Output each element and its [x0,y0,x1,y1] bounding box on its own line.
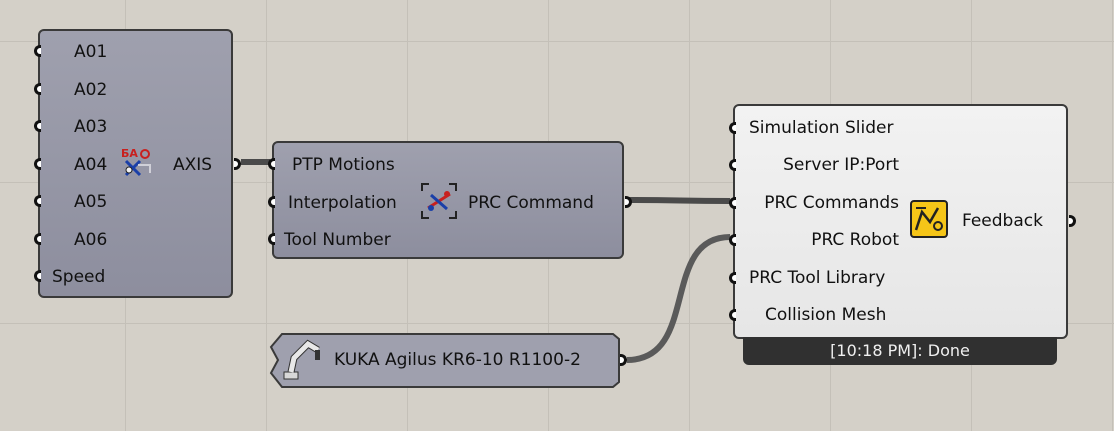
axis-input-grip-speed[interactable] [34,270,41,282]
command-input-grip-ptp[interactable] [268,158,275,170]
core-input-prc-commands: PRC Commands [764,193,899,213]
axis-input-grip-a06[interactable] [34,233,41,245]
core-output-grip[interactable] [1069,215,1076,227]
command-input-grip-interpolation[interactable] [268,196,275,208]
axis-output-grip[interactable] [234,158,241,170]
axis-input-grip-a01[interactable] [34,45,41,57]
wire-command-to-core[interactable] [628,197,731,204]
axis-node[interactable]: A01 A02 A03 A04 A05 A06 Speed БА AXIS [34,29,241,298]
command-input-ptp-motions: PTP Motions [292,155,395,175]
core-input-grip-server[interactable] [729,159,736,171]
core-input-collision-mesh: Collision Mesh [765,305,887,325]
axis-input-a02: A02 [74,80,108,100]
robot-param[interactable]: KUKA Agilus KR6-10 R1100-2 [268,333,627,388]
robot-arm-icon [283,339,320,380]
core-input-grip-robot[interactable] [729,234,736,246]
command-input-interpolation: Interpolation [288,193,397,213]
axis-input-a03: A03 [74,117,108,137]
axis-input-grip-a05[interactable] [34,195,41,207]
command-node[interactable]: PTP Motions Interpolation Tool Number PR… [268,141,632,259]
command-output-grip[interactable] [625,196,632,208]
command-output-label: PRC Command [468,193,594,213]
core-input-grip-collision[interactable] [729,309,736,321]
svg-text:БА: БА [121,147,138,160]
axis-output-label: AXIS [173,155,213,175]
core-input-server-ip: Server IP:Port [783,155,899,175]
command-input-tool-number: Tool Number [284,230,391,250]
kuka-axis-icon: БА [121,147,151,177]
core-status-bar: [10:18 PM]: Done [743,337,1057,365]
core-input-prc-tool-library: PRC Tool Library [749,268,886,288]
axis-input-a01: A01 [74,42,108,62]
axis-input-grip-a03[interactable] [34,120,41,132]
core-output-label: Feedback [962,211,1043,231]
axis-input-grip-a04[interactable] [34,158,41,170]
axis-input-speed: Speed [52,267,106,287]
core-input-prc-robot: PRC Robot [811,230,899,250]
axis-input-a06: A06 [74,230,108,250]
core-input-grip-tool-library[interactable] [729,272,736,284]
core-node[interactable]: Simulation Slider Server IP:Port PRC Com… [729,104,1076,339]
axis-input-a05: A05 [74,192,108,212]
core-input-grip-sim-slider[interactable] [729,122,736,134]
prc-command-icon [421,183,457,219]
core-input-grip-commands[interactable] [729,197,736,209]
robot-param-label: KUKA Agilus KR6-10 R1100-2 [334,350,581,370]
prc-core-icon [910,200,948,238]
robot-output-grip[interactable] [620,354,627,366]
core-input-simulation-slider: Simulation Slider [749,118,894,138]
command-input-grip-tool[interactable] [268,233,275,245]
wire-robot-to-core[interactable] [626,234,731,363]
axis-input-grip-a02[interactable] [34,83,41,95]
axis-input-a04: A04 [74,155,108,175]
